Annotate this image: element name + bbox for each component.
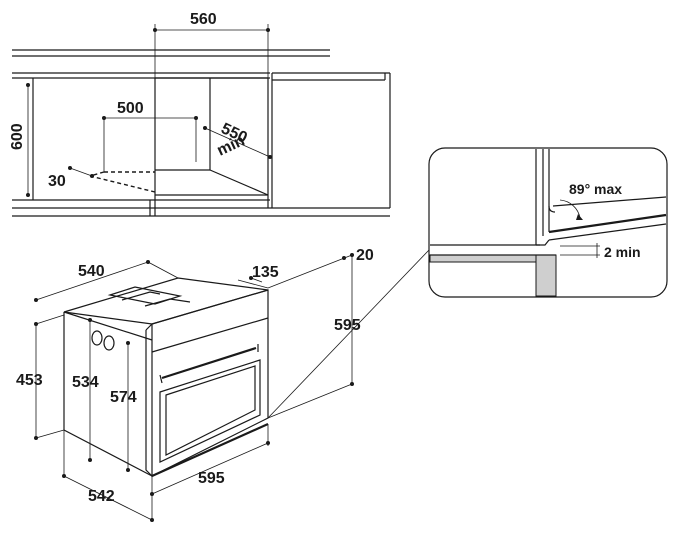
label-540: 540 (78, 263, 105, 280)
label-534: 534 (72, 374, 99, 391)
label-2-min: 2 min (604, 244, 641, 260)
label-89-max: 89° max (569, 181, 622, 197)
cabinet-niche-view: 560 600 500 550 min 30 (9, 11, 391, 217)
label-20: 20 (356, 247, 374, 264)
label-574: 574 (110, 389, 137, 406)
label-600: 600 (9, 123, 26, 150)
label-500: 500 (117, 100, 144, 117)
label-560: 560 (190, 11, 217, 28)
label-135: 135 (252, 264, 279, 281)
label-542: 542 (88, 488, 115, 505)
callout-connector (267, 249, 430, 419)
label-595-width: 595 (198, 470, 225, 487)
label-595-height: 595 (334, 317, 361, 334)
label-453: 453 (16, 372, 43, 389)
oven-isometric-view: 540 135 20 595 453 534 574 (16, 247, 374, 522)
detail-callout: 89° max 2 min (428, 147, 668, 298)
label-30: 30 (48, 173, 66, 190)
